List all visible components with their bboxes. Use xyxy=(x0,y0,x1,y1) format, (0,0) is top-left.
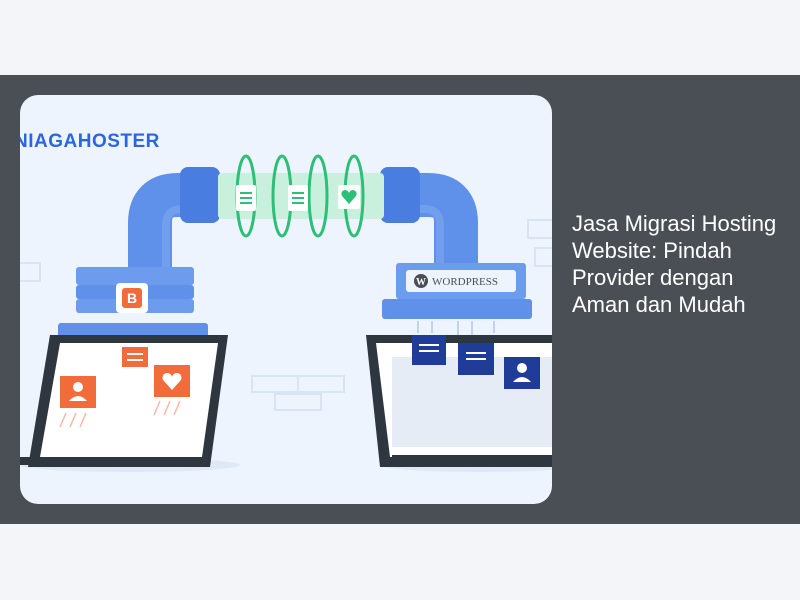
svg-text:B: B xyxy=(127,290,137,306)
background-bricks xyxy=(20,219,552,411)
left-laptop xyxy=(20,335,228,467)
right-pipe xyxy=(380,167,532,319)
hero-banner: B W WORDPRESS xyxy=(0,75,800,524)
right-laptop xyxy=(366,335,552,467)
transfer-tube xyxy=(218,154,384,238)
hero-image-card[interactable]: B W WORDPRESS xyxy=(20,95,552,504)
wordpress-label: W WORDPRESS xyxy=(414,274,498,288)
blogger-icon: B xyxy=(116,283,148,313)
article-title[interactable]: Jasa Migrasi Hosting Website: Pindah Pro… xyxy=(572,211,777,317)
migration-illustration: B W WORDPRESS xyxy=(20,154,552,472)
left-pipe xyxy=(58,167,220,341)
wordpress-text: WORDPRESS xyxy=(432,276,498,288)
brand-logo: NIAGAHOSTER xyxy=(20,131,160,152)
drip-lines xyxy=(417,321,495,335)
svg-text:W: W xyxy=(416,277,426,288)
